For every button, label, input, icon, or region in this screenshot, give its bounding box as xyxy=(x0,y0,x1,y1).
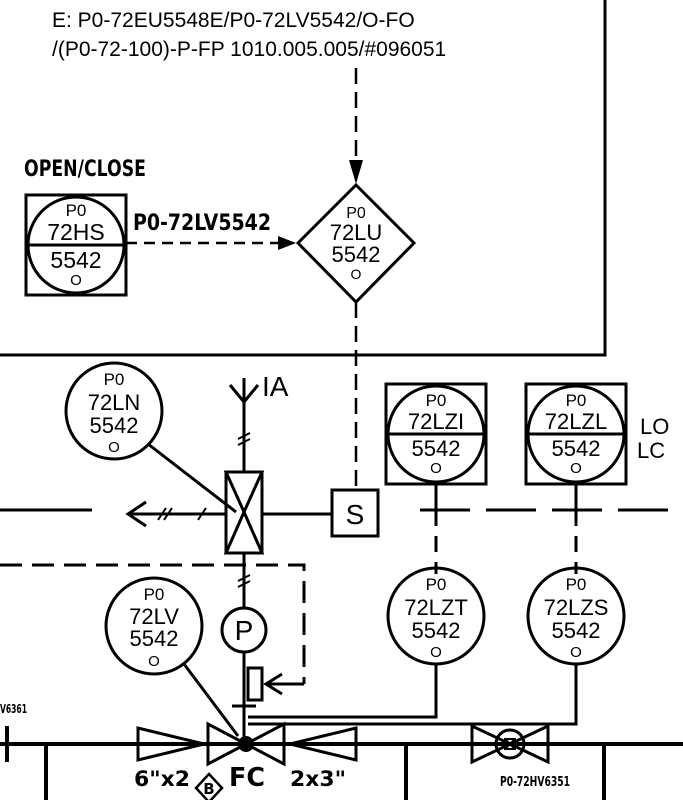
signal-loop-left xyxy=(0,563,306,684)
logic-unit-lu[interactable]: P0 72LU 5542 O xyxy=(295,182,417,305)
three-way-valve[interactable] xyxy=(223,470,265,555)
limit-indicator-lzl[interactable]: P0 72LZL 5542 O xyxy=(524,382,628,486)
air-arrow-icon xyxy=(228,384,260,405)
hs-suffix: O xyxy=(70,272,82,289)
header-line-1: E: P0-72EU5548E/P0-72LV5542/O-FO xyxy=(52,9,415,32)
lzl-suffix: O xyxy=(570,460,582,477)
right-tag-label: P0-72HV6351 xyxy=(500,775,570,790)
hs-tag: 72HS xyxy=(47,219,105,245)
vent-arrow-icon xyxy=(125,500,147,528)
lzi-suffix: O xyxy=(430,460,442,477)
lc-label: LC xyxy=(637,438,665,463)
instrument-ln[interactable]: P0 72LN 5542 O xyxy=(64,361,164,461)
lzl-tag: 72LZL xyxy=(545,409,607,434)
arrow-down-icon xyxy=(349,160,363,184)
ln-leader xyxy=(147,442,237,514)
positioner-p[interactable]: P xyxy=(220,606,268,654)
lzs-prefix: P0 xyxy=(566,575,587,594)
lzi-tag: 72LZI xyxy=(408,409,464,434)
arrow-head-icon xyxy=(278,236,296,250)
ln-prefix: P0 xyxy=(104,370,125,389)
lzl-prefix: P0 xyxy=(566,391,587,410)
ln-number: 5542 xyxy=(90,413,139,438)
lu-tag: 72LU xyxy=(330,220,383,245)
actuator-box xyxy=(246,666,264,702)
lo-label: LO xyxy=(640,414,669,439)
hs-prefix: P0 xyxy=(66,201,87,220)
lv-suffix: O xyxy=(148,653,160,670)
lu-suffix: O xyxy=(351,266,362,282)
lv-leader xyxy=(182,663,240,737)
reducer-out xyxy=(289,726,358,762)
tick-icon xyxy=(237,580,251,588)
solenoid-label: S xyxy=(346,499,365,530)
fail-label: FC xyxy=(229,763,265,793)
solenoid-s[interactable]: S xyxy=(330,488,380,538)
lzs-tag: 72LZS xyxy=(544,595,609,620)
ln-suffix: O xyxy=(108,439,120,456)
tick-icon xyxy=(163,507,173,521)
level-valve-lv[interactable]: P0 72LV 5542 O xyxy=(104,576,204,676)
tick-icon xyxy=(237,432,251,440)
lzi-prefix: P0 xyxy=(426,391,447,410)
badge-label: B xyxy=(203,780,214,798)
lzs-suffix: O xyxy=(570,644,582,661)
limit-switch-lzs[interactable]: P0 72LZS 5542 O xyxy=(526,566,626,666)
tick-icon xyxy=(237,574,251,582)
hs-number: 5542 xyxy=(50,247,101,273)
ln-tag: 72LN xyxy=(88,390,141,415)
air-label: IA xyxy=(262,371,289,402)
lzs-number: 5542 xyxy=(552,618,601,643)
limit-indicator-lzi[interactable]: P0 72LZI 5542 O xyxy=(384,382,488,486)
header-line-2: /(P0-72-100)-P-FP 1010.005.005/#096051 xyxy=(52,38,446,61)
lu-prefix: P0 xyxy=(346,205,366,222)
hand-switch-hs[interactable]: P0 72HS 5542 O xyxy=(24,193,128,297)
lzt-suffix: O xyxy=(430,644,442,661)
control-valve-lv[interactable] xyxy=(206,721,286,767)
tick-icon xyxy=(197,507,207,521)
reducer-in xyxy=(136,726,205,762)
tick-icon xyxy=(237,438,251,446)
lzl-number: 5542 xyxy=(552,436,601,461)
lzt-link xyxy=(248,664,438,719)
panel-boundary xyxy=(0,0,607,357)
reducer-badge: B xyxy=(194,772,224,800)
lzt-tag: 72LZT xyxy=(404,595,468,620)
positioner-label: P xyxy=(235,615,254,646)
hand-valve-right[interactable] xyxy=(470,723,550,765)
lv-prefix: P0 xyxy=(144,585,165,604)
lzs-link xyxy=(248,664,578,726)
lv-number: 5542 xyxy=(130,626,179,651)
feedback-arrow-icon xyxy=(263,672,283,696)
lzt-prefix: P0 xyxy=(426,575,447,594)
reducer-out-label: 2x3" xyxy=(290,767,346,791)
lu-number: 5542 xyxy=(332,242,381,267)
lv-tag: 72LV xyxy=(129,604,179,629)
reducer-in-label: 6"x2 xyxy=(134,767,190,791)
limit-transmitter-lzt[interactable]: P0 72LZT 5542 O xyxy=(386,566,486,666)
signal-label: P0-72LV5542 xyxy=(133,211,271,236)
open-close-label: OPEN/CLOSE xyxy=(24,157,146,182)
lzi-number: 5542 xyxy=(412,436,461,461)
left-tag-fragment: V6361 xyxy=(0,702,27,716)
tick-icon xyxy=(157,507,167,521)
lzt-number: 5542 xyxy=(412,618,461,643)
